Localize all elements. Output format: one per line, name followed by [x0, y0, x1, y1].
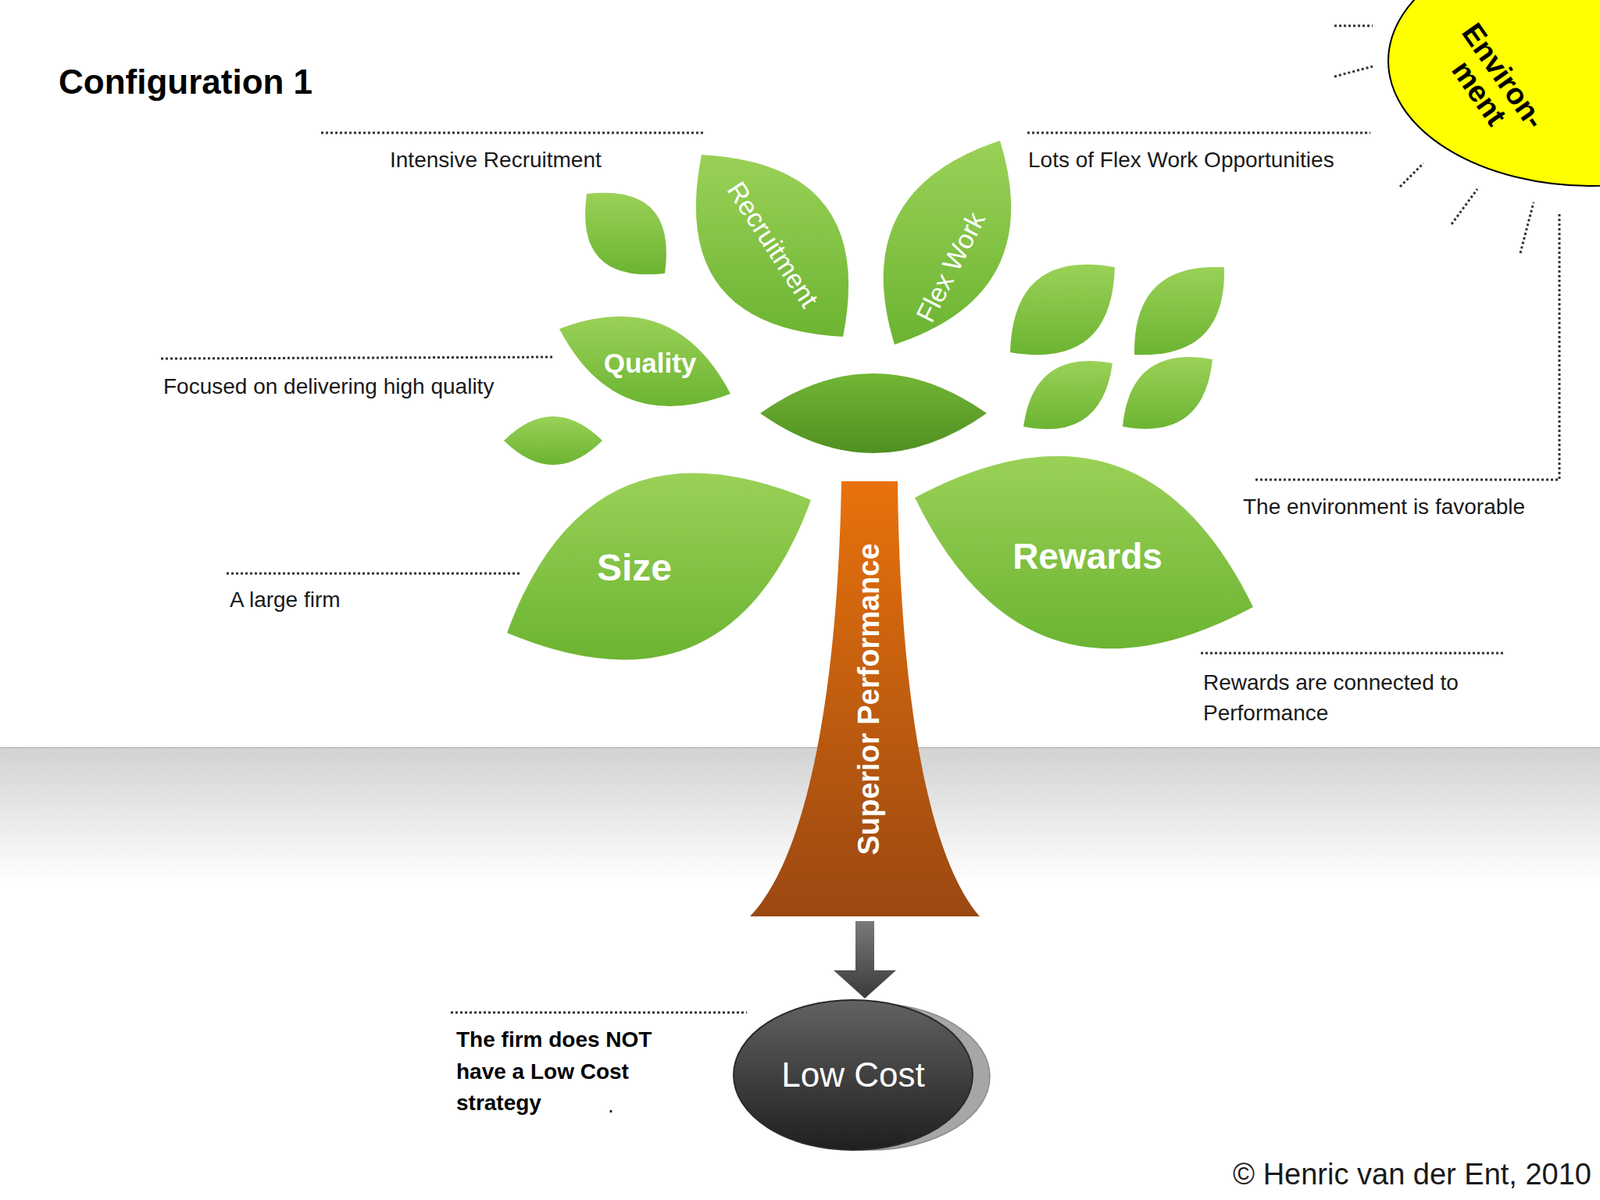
trunk-node: Superior Performance — [750, 481, 980, 917]
node-label: Low Cost — [781, 1055, 925, 1096]
leader-line — [450, 1011, 747, 1015]
leaf — [1023, 360, 1113, 429]
trunk-shape — [750, 481, 980, 917]
leaf-shape — [559, 316, 731, 407]
leaf-shape — [696, 154, 849, 337]
sun-node: Environ- ment — [1387, 0, 1600, 187]
sun-ray — [1520, 202, 1534, 254]
leader-line — [160, 357, 554, 359]
leader-line — [1253, 214, 1560, 480]
leaf — [1122, 357, 1213, 429]
leaf-shape — [914, 456, 1254, 649]
leaf-node: Size — [505, 471, 813, 662]
annotation-label: Focused on delivering high quality — [163, 373, 633, 400]
annotation-label: Lots of Flex Work Opportunities — [1028, 146, 1466, 174]
leaf — [760, 373, 987, 454]
sun-ray — [1451, 189, 1478, 225]
leader-line — [321, 132, 704, 135]
leaf-node: Flex Work — [881, 139, 1014, 347]
leaf-node: Recruitment — [693, 153, 851, 339]
leaf-node: Quality — [557, 314, 733, 408]
copyright-note: © Henric van der Ent, 2010 — [937, 1157, 1592, 1193]
leaf-shape — [883, 140, 1012, 345]
ellipse-node: Low Cost — [732, 996, 995, 1154]
annotation-label: Intensive Recruitment — [389, 146, 781, 174]
annotation-label: . — [607, 1092, 624, 1119]
arrow-connector — [833, 921, 897, 999]
leaf-shape — [507, 473, 811, 661]
arrow-connector — [833, 921, 897, 999]
leader-line — [226, 572, 521, 575]
sun-ray — [1400, 163, 1424, 187]
node-label: Superior Performance — [852, 542, 887, 855]
annotation-label: The environment is favorable — [1242, 493, 1595, 521]
leader-line — [1027, 132, 1371, 135]
leaf — [503, 416, 603, 465]
leaf — [1134, 267, 1225, 356]
sun-ray — [1334, 25, 1373, 28]
ellipse-shape — [733, 1000, 973, 1150]
node-label: Size — [596, 546, 672, 590]
ground-line — [0, 746, 1600, 749]
annotation-label: A large firm — [229, 586, 465, 614]
leaf-node: Rewards — [913, 453, 1255, 651]
sun-ray — [1334, 66, 1373, 77]
ground-band — [0, 747, 1600, 1200]
annotation-label: The firm does NOT have a Low Cost strate… — [456, 1024, 691, 1120]
diagram-title: Configuration 1 — [58, 62, 313, 102]
sun-ellipse — [1388, 0, 1600, 186]
leader-line — [1200, 652, 1504, 655]
node-label: Rewards — [1012, 535, 1163, 578]
node-label: Quality — [603, 347, 697, 379]
annotation-label: Rewards are connected to Performance — [1203, 667, 1516, 729]
leaf — [585, 192, 667, 275]
leaf — [1010, 264, 1115, 356]
